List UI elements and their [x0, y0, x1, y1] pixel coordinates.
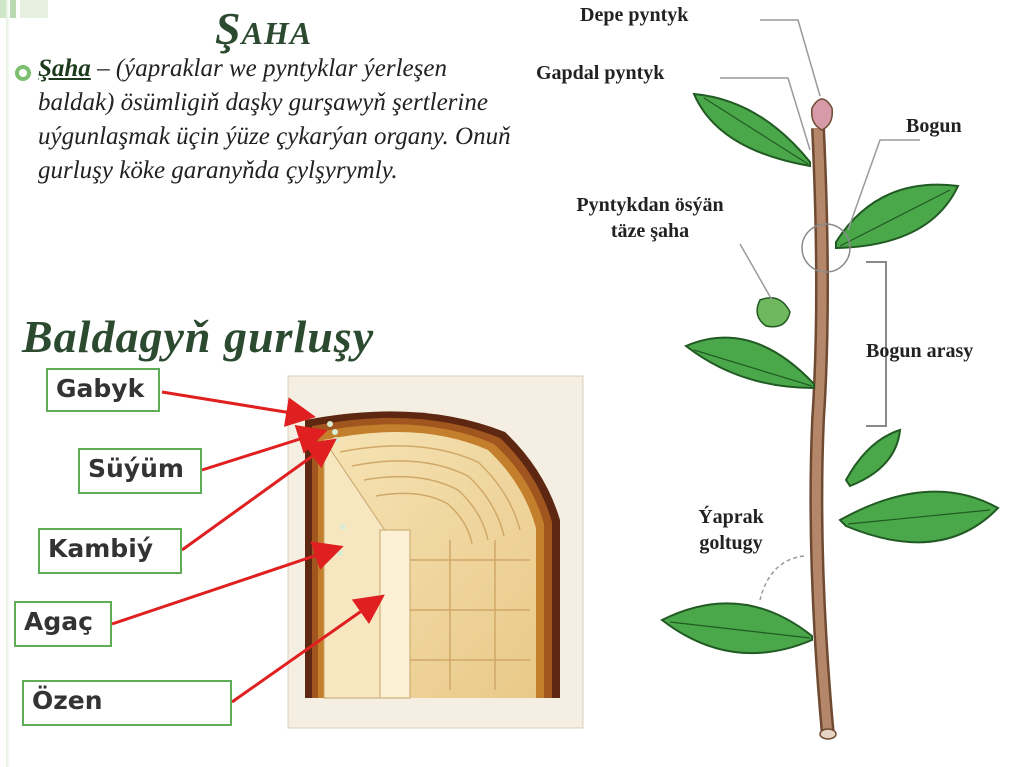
- pith: [379, 529, 411, 699]
- label-gapdal-pyntyk: Gapdal pyntyk: [536, 62, 665, 84]
- label-yaprak-line2: goltugy: [699, 532, 763, 554]
- arrow-agac: [111, 541, 344, 626]
- label-yaprak-goltugy: Ýaprak goltugy: [682, 504, 780, 556]
- arrow-gabyk: [161, 390, 316, 427]
- leaf-small-right: [844, 428, 902, 488]
- leaf-bottom-left: [660, 602, 813, 655]
- leaf-top-left: [692, 92, 811, 168]
- label-bogun-arasy: Bogun arasy: [866, 340, 974, 362]
- apical-bud: [810, 98, 834, 131]
- label-kambiy: Kambiý: [38, 528, 182, 574]
- label-pyntykdan-line2: täze şaha: [610, 220, 690, 242]
- intro-text: (ýapraklar we pyntyklar ýerleşen baldak)…: [38, 55, 511, 184]
- label-pyntykdan-line1: Pyntykdan ösýän: [576, 194, 724, 216]
- label-ozen: Özen: [22, 680, 232, 726]
- intro-paragraph: Şaha – (ýapraklar we pyntyklar ýerleşen …: [38, 52, 528, 188]
- plant-stem-illustration: [660, 19, 1000, 740]
- node-highlight: [801, 223, 851, 273]
- label-suyum: Süýüm: [78, 448, 202, 494]
- intro-term: Şaha: [38, 55, 91, 82]
- label-bogun: Bogun: [906, 115, 962, 137]
- arrow-suyum: [201, 424, 328, 472]
- leaf-mid-left: [684, 336, 815, 390]
- label-yaprak-line1: Ýaprak: [698, 506, 764, 528]
- intro-dash: –: [90, 55, 110, 82]
- cross-section-arrows: [111, 390, 385, 704]
- arrow-ozen: [231, 594, 385, 704]
- label-agac: Agaç: [14, 601, 112, 647]
- label-pyntykdan-osyan: Pyntykdan ösýän täze şaha: [552, 192, 748, 244]
- internode-bracket: [866, 261, 887, 427]
- corner-decoration: [0, 0, 48, 18]
- label-depe-pyntyk: Depe pyntyk: [580, 4, 689, 26]
- new-shoot: [756, 297, 791, 328]
- bullet-icon: [15, 65, 31, 81]
- slide-title: Şaha: [215, 3, 313, 54]
- section-subtitle: Baldagyň gurluşy: [22, 311, 375, 362]
- arrow-kambiy: [181, 438, 337, 552]
- stem-cross-section-illustration: [287, 375, 584, 729]
- slide-left-rule: [6, 0, 10, 767]
- label-gabyk: Gabyk: [46, 368, 160, 412]
